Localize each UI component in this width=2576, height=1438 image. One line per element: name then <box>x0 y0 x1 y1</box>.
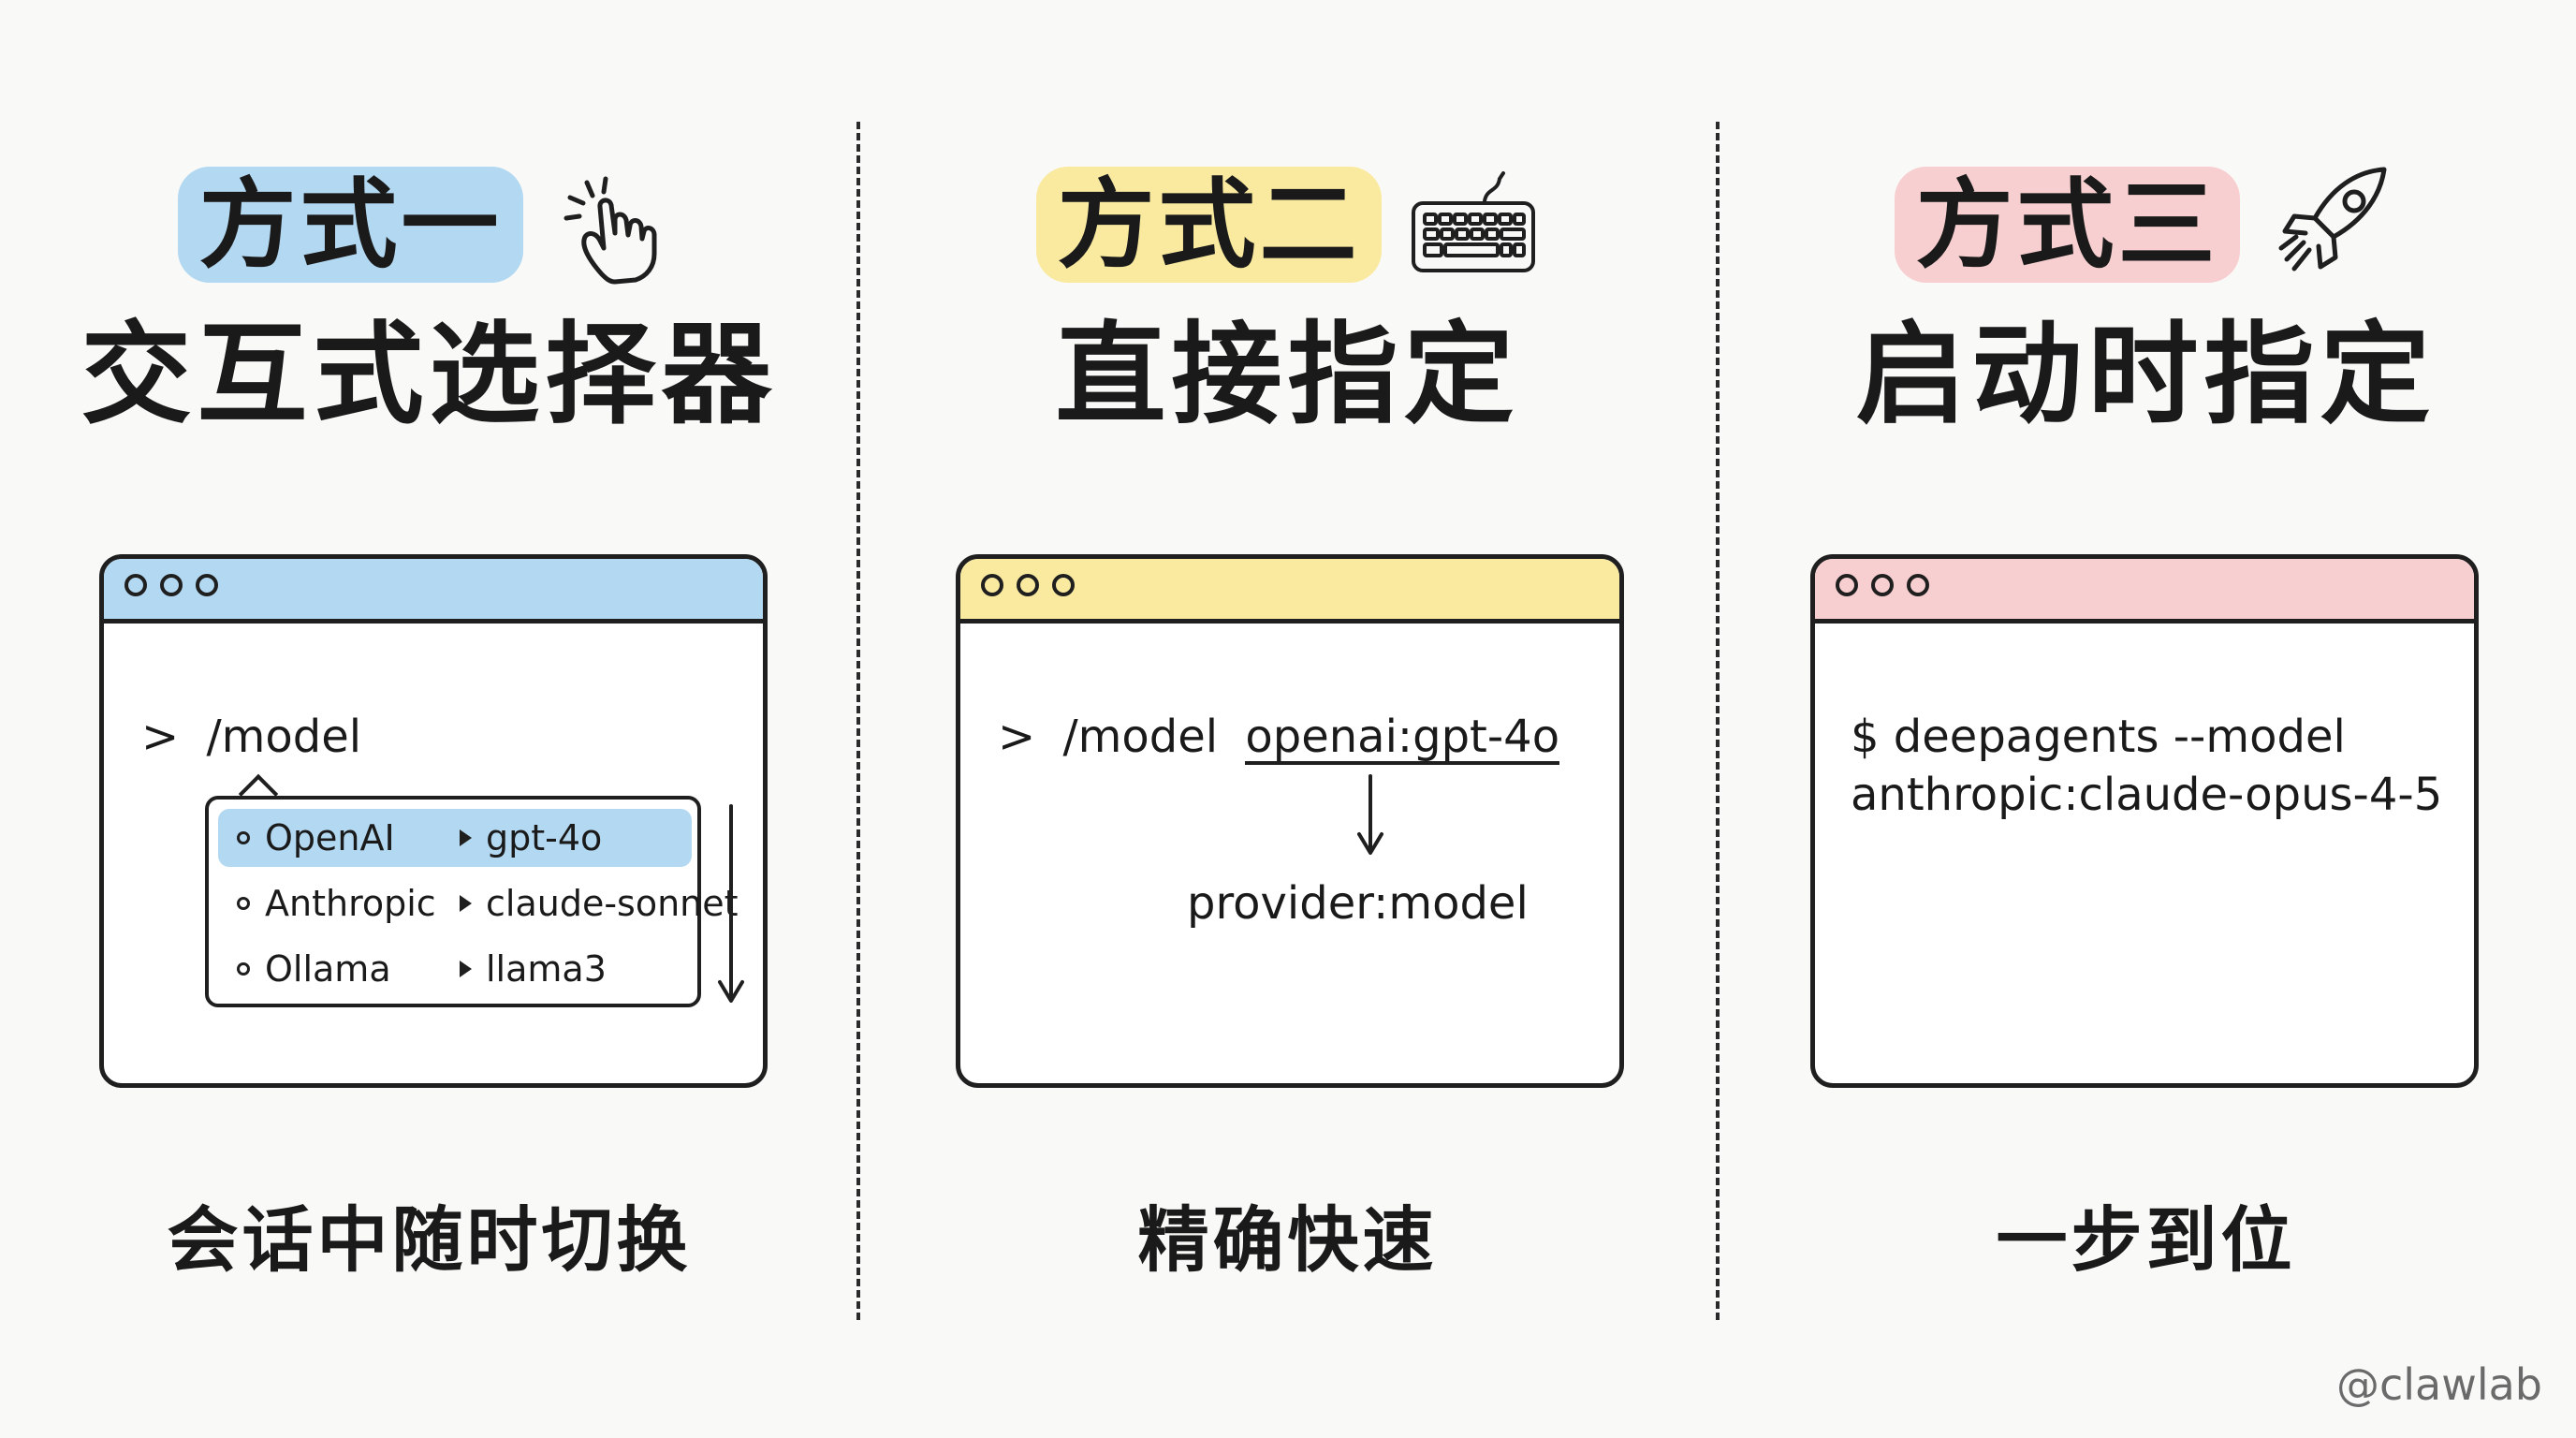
option-model: gpt-4o <box>486 817 603 858</box>
method-three-badge: 方式三 <box>1895 167 2240 283</box>
method-two-terminal-window: > /model openai:gpt-4o provider:model <box>956 554 1624 1088</box>
option-model: llama3 <box>486 948 607 990</box>
selector-option-anthropic[interactable]: Anthropic claude-sonnet <box>218 874 739 932</box>
window-control-dot[interactable] <box>981 574 1003 596</box>
command-line: > /model <box>141 709 361 765</box>
command-text: /model <box>1062 711 1219 763</box>
command-line-1: $ deepagents --model <box>1851 711 2346 763</box>
scroll-down-arrow-icon <box>718 804 744 1003</box>
option-provider: Anthropic <box>265 883 436 924</box>
window-control-dot[interactable] <box>1017 574 1039 596</box>
window-controls <box>981 574 1075 596</box>
method-three-terminal-window: $ deepagents --model anthropic:claude-op… <box>1810 554 2479 1088</box>
method-one-badge: 方式一 <box>178 167 523 283</box>
command-text: /model <box>206 711 362 763</box>
window-titlebar <box>960 559 1619 624</box>
method-two-caption: 精确快速 <box>1137 1198 1438 1282</box>
method-three-caption: 一步到位 <box>1996 1198 2296 1282</box>
watermark: @clawlab <box>2335 1359 2542 1410</box>
window-control-dot[interactable] <box>1836 574 1858 596</box>
method-one-terminal-window: > /model OpenAI gpt-4o Anthropic claude-… <box>99 554 768 1088</box>
option-provider: OpenAI <box>265 817 395 858</box>
method-one-title: 交互式选择器 <box>80 310 778 439</box>
triangle-right-icon <box>460 829 472 846</box>
column-divider-1 <box>856 122 860 1320</box>
window-controls <box>124 574 218 596</box>
window-control-dot[interactable] <box>124 574 147 596</box>
prompt-symbol: > <box>998 711 1036 763</box>
method-three-title: 启动时指定 <box>1855 310 2437 439</box>
selector-option-openai[interactable]: OpenAI gpt-4o <box>218 809 692 867</box>
column-divider-2 <box>1716 122 1720 1320</box>
option-bullet-icon <box>237 831 250 844</box>
window-control-dot[interactable] <box>1871 574 1894 596</box>
option-provider: Ollama <box>265 948 391 990</box>
window-titlebar <box>1815 559 2474 624</box>
window-control-dot[interactable] <box>160 574 183 596</box>
model-selector-dropdown: OpenAI gpt-4o Anthropic claude-sonnet Ol… <box>205 796 739 1007</box>
method-two-badge: 方式二 <box>1036 167 1382 283</box>
pointing-hand-icon <box>564 176 656 285</box>
method-one-column: 方式一 交互式选择器 > /model OpenAI <box>0 0 858 1438</box>
method-two-title: 直接指定 <box>1055 310 1520 439</box>
window-control-dot[interactable] <box>196 574 218 596</box>
down-arrow-icon <box>1357 774 1383 855</box>
window-controls <box>1836 574 1929 596</box>
window-titlebar <box>104 559 763 624</box>
option-bullet-icon <box>237 962 250 976</box>
command-line-2: anthropic:claude-opus-4-5 <box>1851 769 2443 821</box>
method-three-header: 方式三 <box>1717 164 2575 286</box>
window-control-dot[interactable] <box>1907 574 1929 596</box>
option-bullet-icon <box>237 897 250 910</box>
method-three-column: 方式三 启动时指定 $ deepagents --model anthropic… <box>1717 0 2575 1438</box>
method-one-caption: 会话中随时切换 <box>167 1198 692 1282</box>
triangle-right-icon <box>460 895 472 912</box>
window-control-dot[interactable] <box>1052 574 1075 596</box>
method-two-column: 方式二 直接指定 <box>858 0 1717 1438</box>
prompt-symbol: > <box>141 711 180 763</box>
selector-option-ollama[interactable]: Ollama llama3 <box>218 940 692 998</box>
command-line: > /model openai:gpt-4o <box>998 709 1560 765</box>
method-one-header: 方式一 <box>0 164 858 286</box>
rocket-icon <box>2278 167 2386 271</box>
command-argument: openai:gpt-4o <box>1245 711 1560 765</box>
option-model: claude-sonnet <box>486 883 739 924</box>
method-two-header: 方式二 <box>858 164 1717 286</box>
format-annotation: provider:model <box>1187 877 1529 930</box>
triangle-right-icon <box>460 961 472 977</box>
keyboard-icon <box>1411 171 1535 272</box>
